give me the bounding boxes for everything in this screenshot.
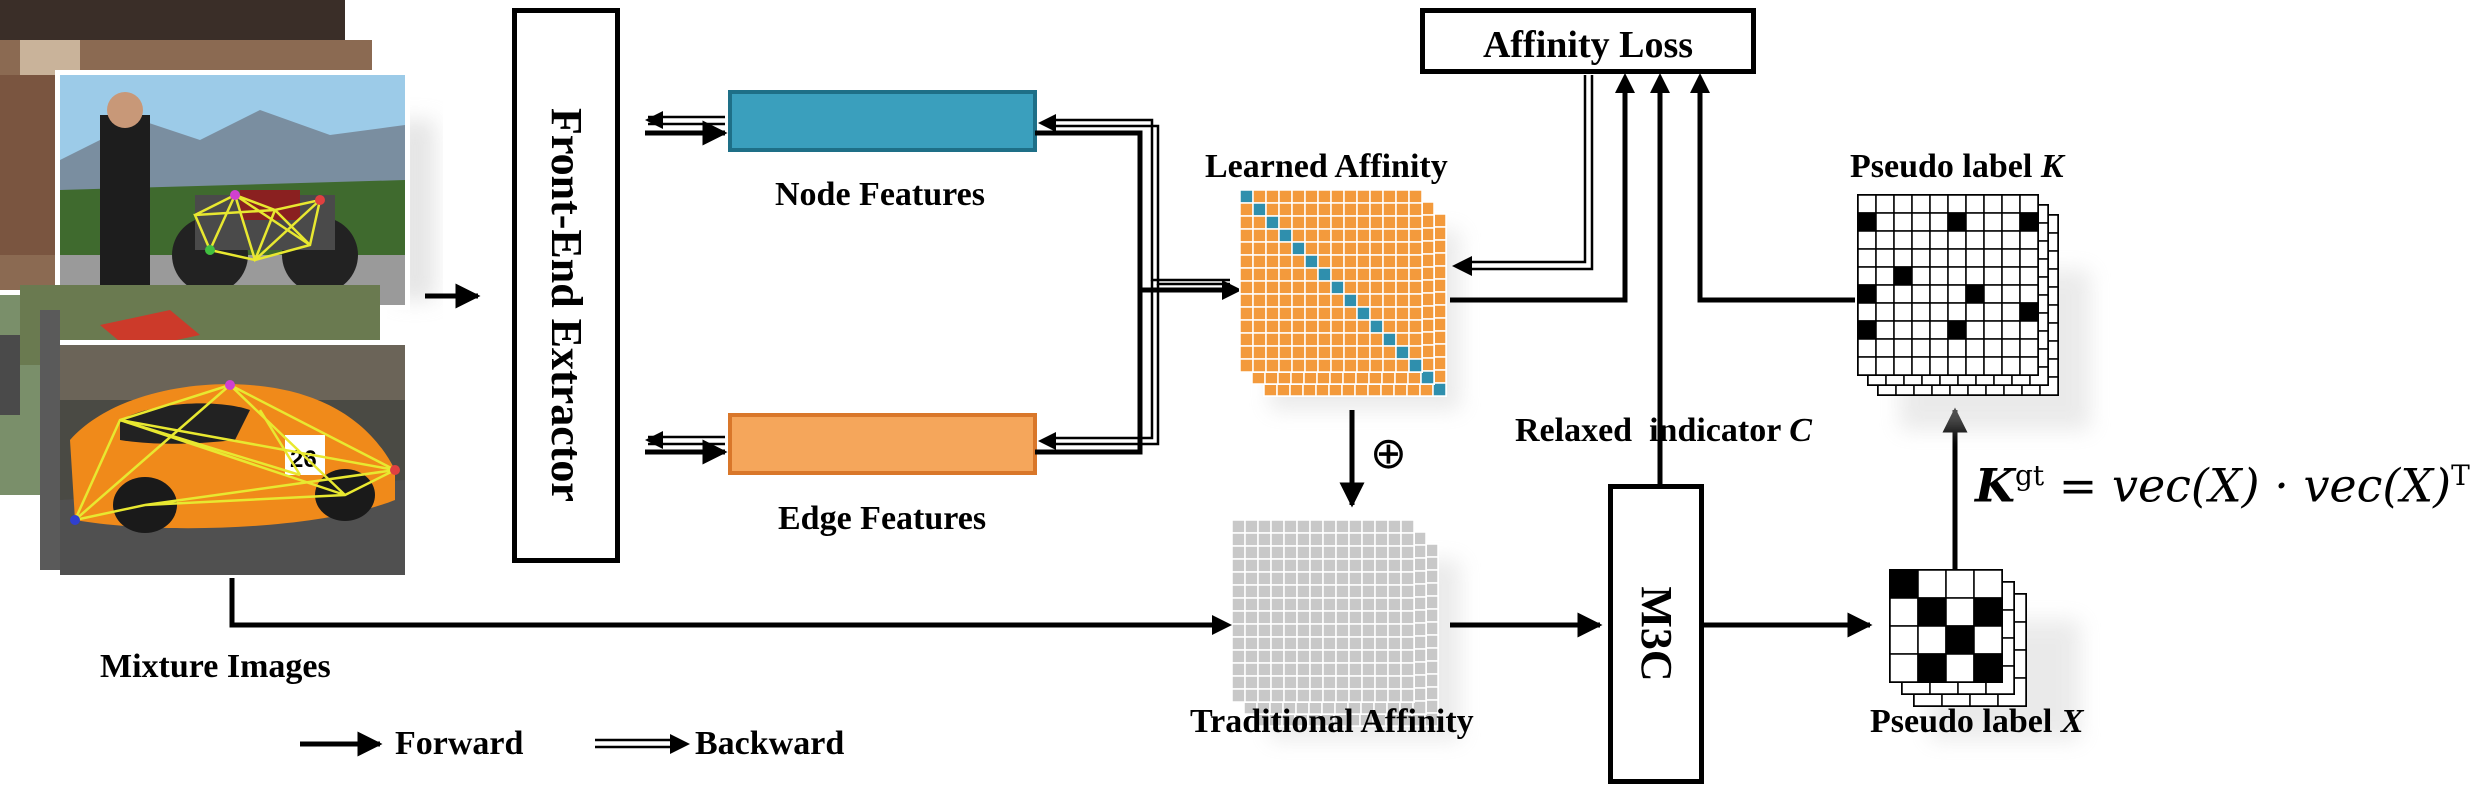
legend-forward-label: Forward [395, 725, 524, 762]
front-end-extractor-box [512, 8, 620, 563]
relaxed-indicator-label: Relaxed indicator C [1515, 414, 1812, 448]
pseudo-label-x-matrix [1889, 569, 2080, 740]
formula-lhs: K [1975, 458, 2015, 513]
arrow-learned-to-loss [1450, 85, 1628, 303]
plus-symbol: ⊕ [1370, 428, 1407, 479]
pseudo-label-k-text: Pseudo label [1850, 148, 2033, 185]
edge-features-label: Edge Features [778, 500, 987, 537]
legend-backward-label: Backward [695, 725, 845, 762]
formula-rhs-sup: T [2451, 459, 2470, 492]
front-end-extractor-label: Front-End Extractor [542, 108, 591, 502]
backward-loss-to-learned [1470, 75, 1594, 271]
backward-learned-to-features [1050, 118, 1230, 446]
edge-features-bar [728, 413, 1037, 475]
relaxed-indicator-text: Relaxed indicator [1515, 412, 1781, 449]
learned-affinity-label: Learned Affinity [1205, 148, 1448, 185]
kgt-formula: Kgt = vec(X) · vec(X)T [1975, 459, 2470, 509]
pseudo-label-k-matrix [1857, 194, 2090, 430]
mixture-images-stack: 26 [0, 0, 435, 580]
forward-features-to-learned [1035, 130, 1230, 455]
traditional-affinity-matrix [1231, 519, 1460, 740]
pseudo-label-k-symbol: K [2040, 148, 2064, 185]
learned-affinity-matrix [1239, 189, 1460, 410]
node-features-label: Node Features [775, 176, 985, 213]
pseudo-label-k-label: Pseudo label K [1850, 150, 2064, 184]
m3c-label: M3C [1632, 586, 1681, 682]
arrow-images-to-traditional [229, 578, 1220, 628]
race-car-photo: 26 [55, 340, 410, 580]
pseudo-label-x-text: Pseudo label [1870, 703, 2053, 740]
node-features-bar [728, 90, 1037, 152]
relaxed-indicator-symbol: C [1789, 412, 1812, 449]
pseudo-label-x-label: Pseudo label X [1870, 705, 2084, 739]
mixture-images-label: Mixture Images [100, 648, 331, 685]
svg-text:26: 26 [290, 446, 317, 473]
legend-backward-arrow [595, 738, 675, 749]
formula-sup: gt [2014, 459, 2045, 492]
m3c-box [1608, 484, 1704, 784]
formula-rhs: = vec(X) · vec(X) [2044, 458, 2452, 513]
pseudo-label-x-symbol: X [2060, 703, 2084, 740]
arrow-k-to-loss [1697, 85, 1855, 303]
motorcycle-photo [55, 70, 410, 310]
affinity-loss-box [1420, 8, 1756, 74]
affinity-loss-label: Affinity Loss [1482, 24, 1694, 66]
traditional-affinity-label: Traditional Affinity [1190, 703, 1474, 740]
